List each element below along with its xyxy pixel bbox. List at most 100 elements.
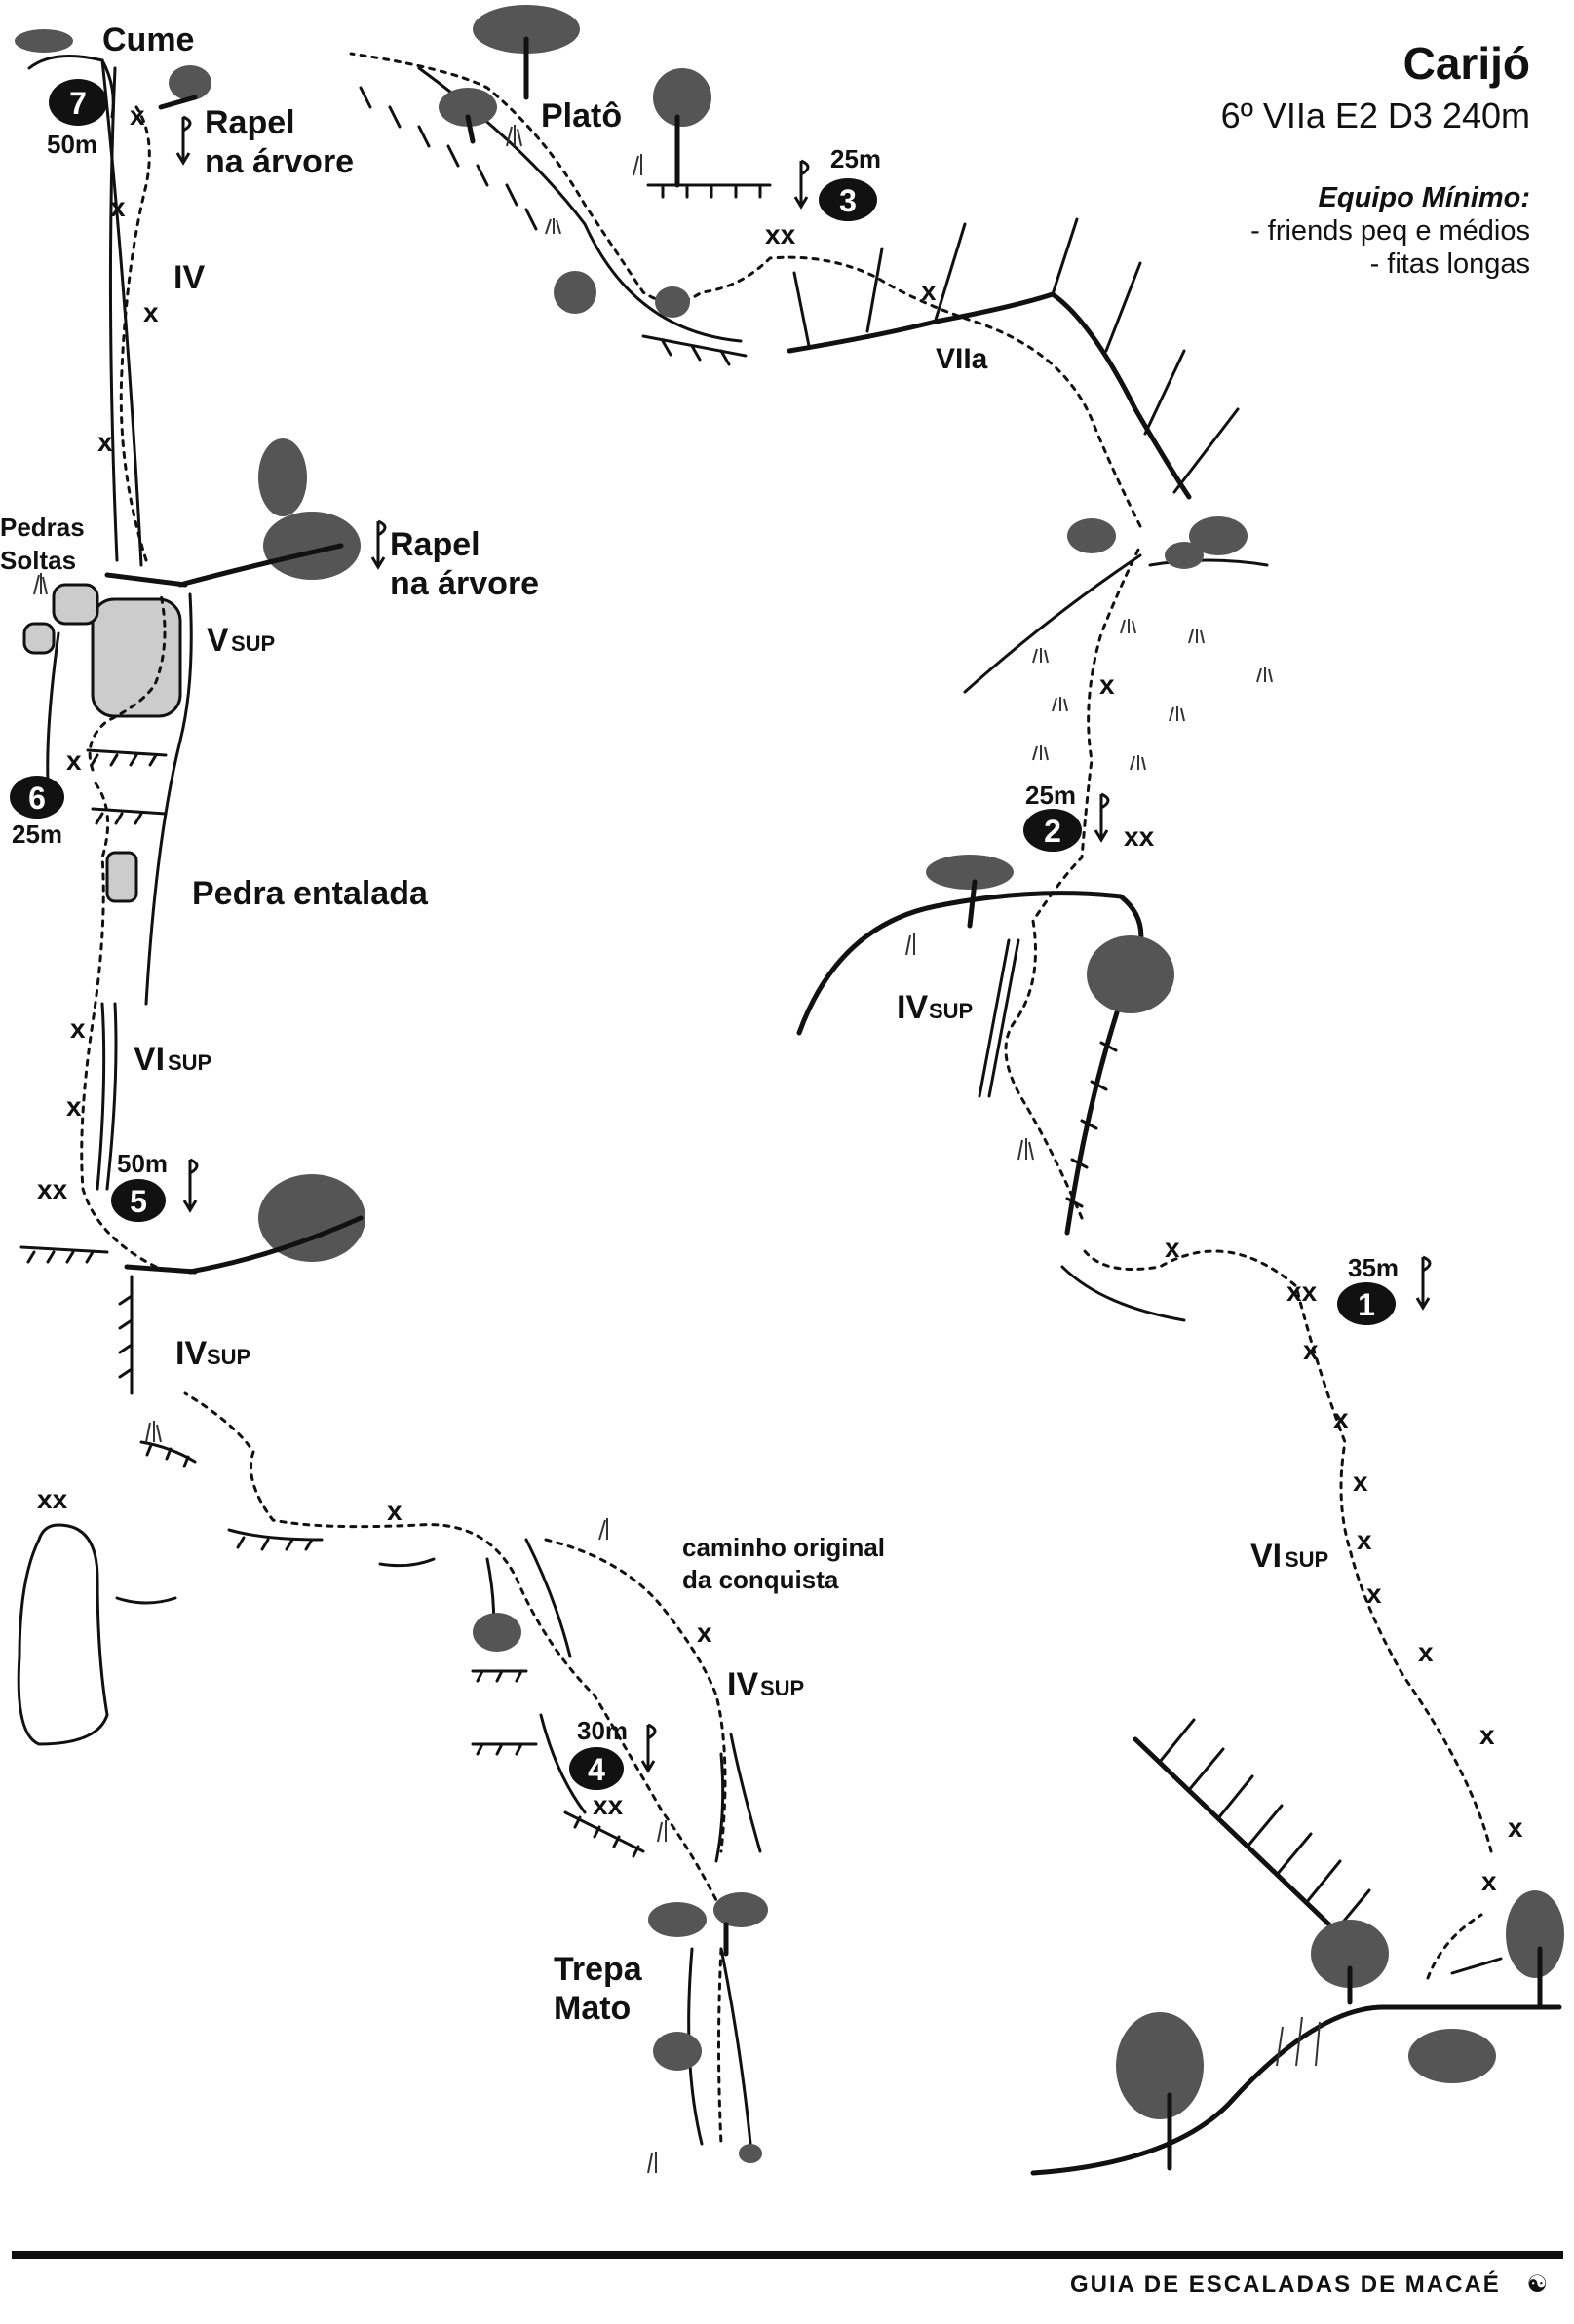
label-pedras-soltas-2: Soltas bbox=[0, 546, 76, 575]
isolated-block bbox=[17, 1523, 109, 1746]
ledge-mid-left bbox=[115, 1596, 177, 1605]
route-pitch-4-up bbox=[717, 1947, 723, 2146]
tree-summit bbox=[15, 29, 211, 110]
svg-text:VI: VI bbox=[134, 1041, 165, 1078]
svg-text:SUP: SUP bbox=[929, 999, 973, 1023]
belay-4: 4 bbox=[569, 1747, 624, 1790]
label-mato: Mato bbox=[554, 1990, 631, 2027]
crack-summit-left2 bbox=[108, 66, 119, 562]
footer-text: GUIA DE ESCALADAS DE MACAÉ bbox=[1070, 2271, 1501, 2298]
svg-text:x: x bbox=[387, 1496, 403, 1526]
tree-belay-2 bbox=[926, 855, 1014, 929]
belay-3-length: 25m bbox=[830, 144, 881, 173]
svg-text:IV: IV bbox=[175, 1335, 207, 1372]
crack-conquest-left bbox=[524, 1538, 572, 1658]
belay-6: 6 bbox=[10, 776, 64, 819]
wall-hatched-ticks bbox=[1158, 1718, 1371, 1933]
plato-ticks bbox=[359, 86, 538, 231]
tree-plato-4 bbox=[554, 271, 690, 318]
svg-text:IV: IV bbox=[727, 1666, 758, 1703]
route-pitch-2 bbox=[1004, 544, 1142, 1220]
label-rapel-1a: Rapel bbox=[205, 104, 295, 141]
svg-text:1: 1 bbox=[1358, 1287, 1375, 1322]
wall-ivsup-left bbox=[118, 1275, 134, 1395]
label-rapel-2a: Rapel bbox=[390, 526, 480, 563]
label-trepa: Trepa bbox=[554, 1951, 643, 1988]
label-pedras-soltas-1: Pedras bbox=[0, 513, 85, 542]
label-cume: Cume bbox=[102, 21, 194, 58]
tree-plato-3 bbox=[653, 68, 711, 188]
svg-text:V: V bbox=[207, 622, 229, 659]
svg-text:SUP: SUP bbox=[207, 1345, 250, 1369]
route-pitch-4 bbox=[183, 1391, 723, 1912]
crack-left-edge bbox=[46, 631, 60, 801]
label-caminho-1: caminho original bbox=[682, 1533, 885, 1562]
label-grade-viia: VIIa bbox=[936, 343, 988, 375]
label-plato: Platô bbox=[541, 97, 622, 134]
belay-5: 5 bbox=[111, 1179, 166, 1222]
ledge-5-tree bbox=[124, 1264, 198, 1275]
label-grade-ivsup-right: IV SUP bbox=[897, 989, 973, 1026]
ground-slope bbox=[1030, 2004, 1562, 2176]
svg-text:x: x bbox=[97, 427, 113, 457]
ledge-belay-1 bbox=[1060, 1265, 1186, 1322]
loose-rock-small bbox=[52, 583, 99, 626]
tree-ground-right bbox=[1116, 1890, 1564, 2171]
equipment-item: - fitas longas bbox=[1369, 248, 1530, 280]
svg-text:SUP: SUP bbox=[1285, 1547, 1328, 1572]
label-grade-vsup: V SUP bbox=[207, 622, 275, 659]
svg-text:xx: xx bbox=[1124, 821, 1155, 852]
svg-text:x: x bbox=[1353, 1467, 1368, 1497]
ledge-lower-d bbox=[471, 1742, 538, 1756]
route-pitch-4-conquest bbox=[544, 1538, 727, 1853]
ledge-lower-b bbox=[378, 1557, 436, 1568]
route-title: Carijó bbox=[1402, 38, 1530, 89]
svg-text:x: x bbox=[1303, 1335, 1319, 1365]
crack-vi-lower bbox=[96, 1002, 118, 1191]
belay-4-length: 30m bbox=[577, 1716, 628, 1745]
svg-text:VI: VI bbox=[1250, 1538, 1282, 1575]
svg-text:IV: IV bbox=[897, 989, 928, 1026]
roof-viia bbox=[787, 291, 1192, 500]
belay-1-length: 35m bbox=[1348, 1253, 1399, 1282]
route-pitch-3 bbox=[349, 52, 1142, 528]
belay-2: 2 bbox=[1023, 809, 1082, 852]
belay-7: 7 bbox=[49, 79, 107, 126]
svg-text:4: 4 bbox=[588, 1752, 605, 1787]
crack-ivsup-right bbox=[978, 938, 1020, 1098]
svg-text:3: 3 bbox=[839, 183, 857, 218]
svg-text:x: x bbox=[1333, 1403, 1349, 1433]
label-rapel-2b: na árvore bbox=[390, 565, 539, 602]
svg-text:xx: xx bbox=[1286, 1276, 1318, 1307]
label-grade-ivsup-left: IV SUP bbox=[175, 1335, 250, 1372]
label-grade-iv: IV bbox=[173, 259, 205, 296]
roof-viia-ticks bbox=[792, 217, 1240, 494]
svg-text:x: x bbox=[1508, 1812, 1523, 1843]
svg-text:x: x bbox=[1479, 1720, 1495, 1750]
belay-3: 3 bbox=[819, 178, 877, 221]
ledge-5 bbox=[19, 1245, 109, 1264]
svg-text:x: x bbox=[1099, 669, 1115, 700]
tree-plato-2 bbox=[439, 88, 497, 144]
route-grade: 6º VIIa E2 D3 240m bbox=[1220, 95, 1530, 135]
svg-text:x: x bbox=[70, 1013, 86, 1044]
svg-text:6: 6 bbox=[28, 781, 46, 816]
ledge-low-left bbox=[139, 1440, 197, 1468]
route-header: Carijó 6º VIIa E2 D3 240m bbox=[1221, 37, 1530, 136]
loose-rock-large bbox=[91, 597, 182, 718]
label-rapel-1b: na árvore bbox=[205, 143, 354, 180]
label-grade-visup-left: VI SUP bbox=[134, 1041, 211, 1078]
tree-arch-right bbox=[1087, 935, 1174, 1013]
label-caminho-2: da conquista bbox=[682, 1565, 839, 1594]
equipment-heading: Equipo Mínimo: bbox=[1318, 182, 1530, 213]
belay-2-length: 25m bbox=[1025, 781, 1076, 810]
dihedral-vsup bbox=[144, 592, 193, 1006]
arch-belay-2 bbox=[796, 891, 1144, 1236]
crack-trepa-1 bbox=[714, 1733, 762, 1863]
svg-text:x: x bbox=[143, 297, 159, 327]
route-pitch-5 bbox=[80, 778, 158, 1269]
equipment-box: Equipo Mínimo: - friends peq e médios - … bbox=[1250, 181, 1530, 281]
svg-text:x: x bbox=[130, 100, 145, 131]
svg-text:7: 7 bbox=[69, 86, 87, 121]
tree-plato-1 bbox=[473, 5, 580, 100]
